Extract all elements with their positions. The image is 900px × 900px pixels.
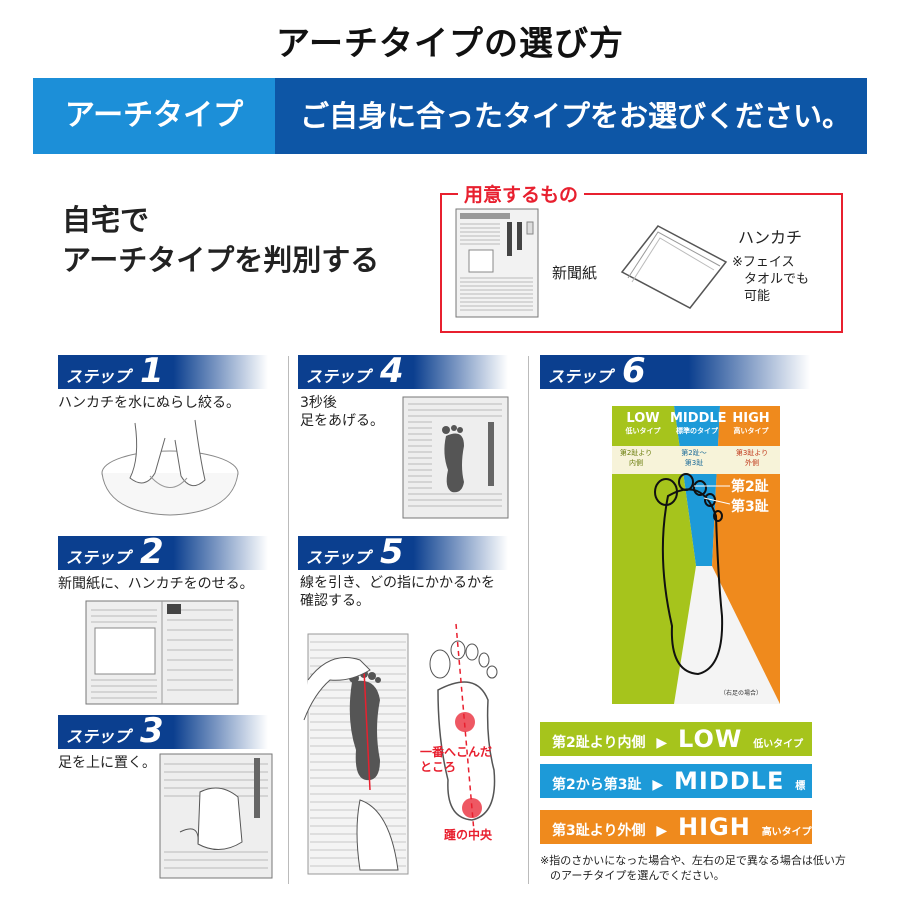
page-title: アーチタイプの選び方 bbox=[276, 24, 624, 64]
arrow-right-icon: ▶ bbox=[656, 823, 668, 839]
chart-low-range-1: 第2趾より bbox=[619, 449, 653, 457]
step-label: ステップ bbox=[306, 548, 371, 567]
chart-high-range-2: 外側 bbox=[745, 459, 759, 467]
step-5-text: 線を引き、どの指にかかるかを 確認する。 bbox=[300, 574, 495, 610]
chart-high-range-1: 第3趾より bbox=[735, 449, 769, 457]
prep-note-2: タオルでも bbox=[744, 272, 810, 287]
deepest-point-line-2: ところ bbox=[420, 760, 457, 774]
step-number: 2 bbox=[140, 532, 164, 572]
step-3-text: 足を上に置く。 bbox=[58, 755, 156, 771]
banner-instruction: ご自身に合ったタイプをお選びください。 bbox=[300, 99, 852, 133]
step-4-text-line-2: 足をあげる。 bbox=[300, 413, 384, 429]
step-4-text: 3秒後 足をあげる。 bbox=[300, 394, 384, 430]
banner-arch-type-label: アーチタイプ bbox=[33, 78, 275, 154]
chart-high-sub: 高いタイプ bbox=[733, 427, 769, 435]
drawing-line-illustration bbox=[303, 633, 409, 875]
chart-middle-header: MIDDLE 標準のタイプ bbox=[670, 411, 727, 436]
result-middle-type: MIDDLE bbox=[674, 767, 785, 795]
step-number: 4 bbox=[380, 351, 404, 391]
step-3-header: ステップ 3 bbox=[58, 711, 268, 751]
footnote-line-2: のアーチタイプを選んでください。 bbox=[550, 869, 725, 882]
footnote-line-1: ※指のさかいになった場合や、左右の足で異なる場合は低い方 bbox=[540, 854, 846, 867]
chart-middle-range-1: 第2趾～ bbox=[681, 449, 707, 457]
result-high-sub: 高いタイプ bbox=[761, 827, 812, 838]
result-high: 第3趾より外側 ▶ HIGH 高いタイプ bbox=[540, 810, 812, 844]
step-number: 1 bbox=[140, 351, 164, 391]
step-4-header: ステップ 4 bbox=[298, 351, 508, 391]
intro-heading: 自宅で アーチタイプを判別する bbox=[62, 200, 379, 280]
footnote: ※指のさかいになった場合や、左右の足で異なる場合は低い方 のアーチタイプを選んで… bbox=[540, 853, 860, 883]
prep-note-1: ※フェイス bbox=[732, 255, 795, 270]
step-1-text: ハンカチを水にぬらし絞る。 bbox=[58, 395, 240, 411]
heel-center-label: 踵の中央 bbox=[444, 828, 493, 842]
arch-type-chart-graphic bbox=[612, 406, 780, 704]
footprint-diagram bbox=[429, 623, 498, 833]
step-5-header: ステップ 5 bbox=[298, 532, 508, 572]
prep-note-3: 可能 bbox=[744, 289, 771, 304]
arrow-right-icon: ▶ bbox=[652, 777, 664, 793]
wringing-hands-illustration bbox=[101, 419, 239, 516]
chart-toe-2-label: 第2趾 bbox=[731, 479, 769, 495]
result-middle-condition: 第2から第3趾 bbox=[552, 777, 642, 793]
result-high-type: HIGH bbox=[678, 813, 751, 841]
step-2-header: ステップ 2 bbox=[58, 532, 268, 572]
intro-line-1: 自宅で bbox=[62, 203, 150, 237]
chart-high-label: HIGH bbox=[732, 411, 770, 426]
result-low-condition: 第2趾より内側 bbox=[552, 735, 646, 751]
step-label: ステップ bbox=[66, 548, 131, 567]
step-label: ステップ bbox=[548, 367, 613, 386]
chart-low-sub: 低いタイプ bbox=[625, 427, 661, 435]
result-low-sub: 低いタイプ bbox=[753, 739, 804, 750]
newspaper-with-handkerchief-illustration bbox=[85, 600, 239, 705]
deepest-point-label: 一番へこんだ ところ bbox=[420, 745, 492, 775]
column-divider-1 bbox=[288, 356, 289, 884]
step-1-header: ステップ 1 bbox=[58, 351, 268, 391]
step-2-text: 新聞紙に、ハンカチをのせる。 bbox=[58, 576, 254, 592]
step-6-header: ステップ 6 bbox=[540, 351, 810, 391]
chart-low-range: 第2趾より 内側 bbox=[616, 448, 656, 468]
newspaper-illustration bbox=[455, 208, 539, 318]
prep-newspaper-label: 新聞紙 bbox=[552, 264, 598, 282]
intro-line-2: アーチタイプを判別する bbox=[62, 243, 380, 277]
chart-low-range-2: 内側 bbox=[629, 459, 643, 467]
chart-high-range: 第3趾より 外側 bbox=[732, 448, 772, 468]
step-number: 3 bbox=[140, 711, 164, 751]
handkerchief-illustration bbox=[620, 225, 728, 309]
prep-handkerchief-label: ハンカチ bbox=[738, 228, 803, 247]
prep-alternative-note: ※フェイス タオルでも 可能 bbox=[732, 254, 809, 305]
step-label: ステップ bbox=[306, 367, 371, 386]
prep-box bbox=[440, 193, 843, 333]
result-low: 第2趾より内側 ▶ LOW 低いタイプ bbox=[540, 722, 812, 756]
step-number: 6 bbox=[622, 351, 646, 391]
chart-middle-label: MIDDLE bbox=[670, 411, 727, 426]
result-middle: 第2から第3趾 ▶ MIDDLE 標準のタイプ bbox=[540, 764, 812, 828]
step-number: 5 bbox=[380, 532, 404, 572]
chart-high-header: HIGH 高いタイプ bbox=[722, 411, 780, 436]
footprint-on-newspaper-illustration bbox=[402, 396, 509, 519]
chart-caption: （右足の場合） bbox=[720, 690, 763, 697]
chart-low-label: LOW bbox=[626, 411, 660, 426]
chart-middle-range: 第2趾～ 第3趾 bbox=[674, 448, 714, 468]
chart-middle-range-2: 第3趾 bbox=[684, 459, 704, 467]
step-4-text-line-1: 3秒後 bbox=[300, 395, 337, 411]
step-5-text-line-2: 確認する。 bbox=[300, 593, 370, 609]
deepest-point-line-1: 一番へこんだ bbox=[420, 745, 493, 759]
step-label: ステップ bbox=[66, 727, 131, 746]
chart-middle-sub: 標準のタイプ bbox=[676, 427, 718, 435]
result-low-type: LOW bbox=[678, 725, 743, 753]
column-divider-2 bbox=[528, 356, 529, 884]
chart-toe-3-label: 第3趾 bbox=[731, 499, 769, 515]
prep-title: 用意するもの bbox=[458, 180, 585, 207]
foot-on-newspaper-illustration bbox=[159, 753, 273, 879]
step-label: ステップ bbox=[66, 367, 131, 386]
step-5-text-line-1: 線を引き、どの指にかかるかを bbox=[300, 575, 496, 591]
result-high-condition: 第3趾より外側 bbox=[552, 823, 646, 839]
arrow-right-icon: ▶ bbox=[656, 735, 668, 751]
chart-low-header: LOW 低いタイプ bbox=[612, 411, 674, 436]
